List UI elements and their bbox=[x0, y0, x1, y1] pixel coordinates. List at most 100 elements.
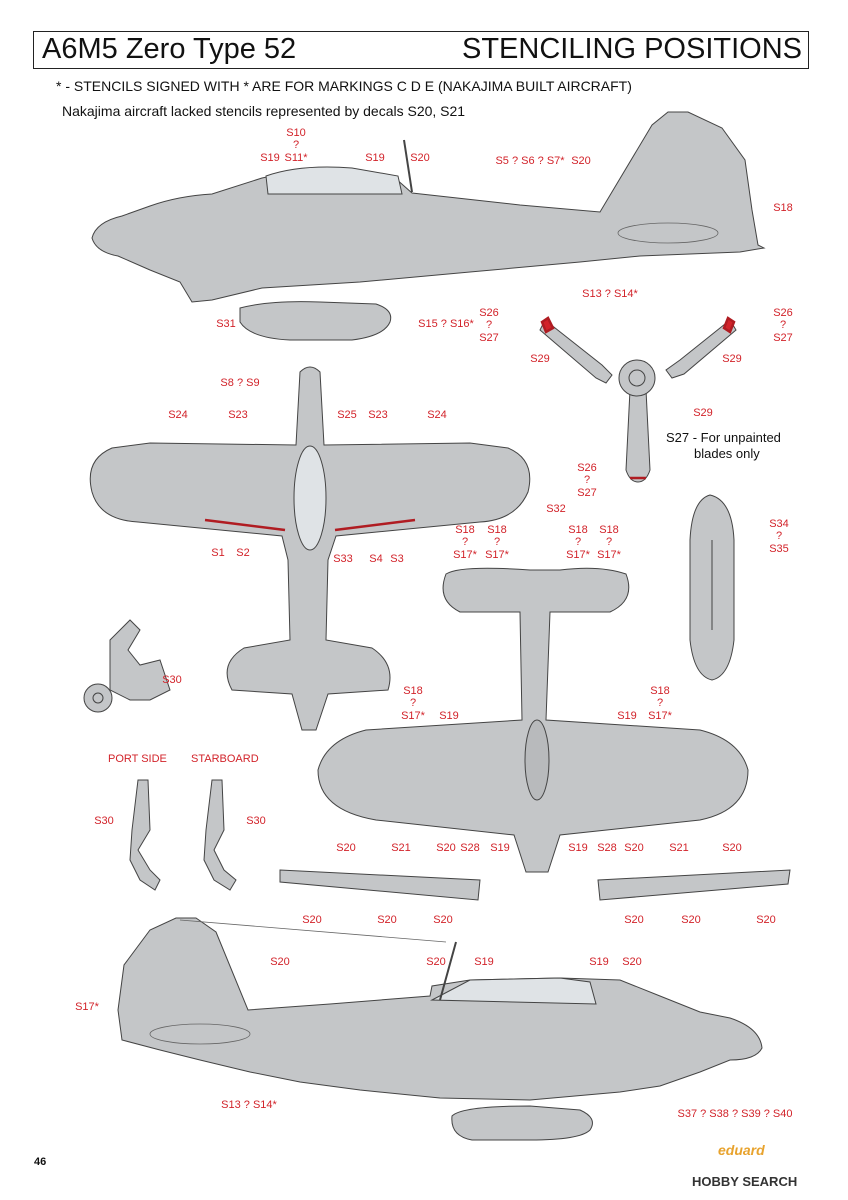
label-s20: S20 bbox=[377, 914, 397, 926]
wing-walk-line-left bbox=[204, 518, 286, 532]
model-title: A6M5 Zero Type 52 bbox=[42, 33, 297, 65]
label-s19: S19 bbox=[474, 956, 494, 968]
label-s18: S18 bbox=[650, 685, 670, 697]
brand-logo: eduard bbox=[718, 1142, 765, 1158]
label-s17: S17* bbox=[401, 710, 425, 722]
label-s18: S18 bbox=[487, 524, 507, 536]
label-q: ? bbox=[779, 319, 787, 331]
antenna-wire bbox=[179, 919, 447, 943]
label-s35: S35 bbox=[769, 543, 789, 555]
label-s20: S20 bbox=[624, 914, 644, 926]
label-s19: S19 bbox=[365, 152, 385, 164]
label-s19: S19 bbox=[617, 710, 637, 722]
wing-panels bbox=[279, 869, 791, 901]
plan-view bbox=[89, 366, 531, 731]
label-s10: S10 bbox=[286, 127, 306, 139]
label-s24: S24 bbox=[168, 409, 188, 421]
label-s26: S26 bbox=[773, 307, 793, 319]
port-side-label: PORT SIDE bbox=[108, 753, 167, 765]
label-s37-s40: S37 ? S38 ? S39 ? S40 bbox=[677, 1108, 793, 1120]
label-s19: S19 bbox=[589, 956, 609, 968]
label-s19: S19 bbox=[260, 152, 280, 164]
label-s20: S20 bbox=[336, 842, 356, 854]
label-s31: S31 bbox=[216, 318, 236, 330]
starboard-profile-bottom bbox=[117, 917, 763, 1141]
label-s18: S18 bbox=[568, 524, 588, 536]
label-s23: S23 bbox=[228, 409, 248, 421]
label-s21: S21 bbox=[391, 842, 411, 854]
label-s15-s16: S15 ? S16* bbox=[418, 318, 474, 330]
propeller bbox=[539, 319, 737, 483]
label-s21: S21 bbox=[669, 842, 689, 854]
starboard-label: STARBOARD bbox=[191, 753, 259, 765]
label-s30: S30 bbox=[94, 815, 114, 827]
label-s34: S34 bbox=[769, 518, 789, 530]
label-s1: S1 bbox=[211, 547, 225, 559]
label-s19: S19 bbox=[439, 710, 459, 722]
label-s20: S20 bbox=[756, 914, 776, 926]
label-s18: S18 bbox=[599, 524, 619, 536]
label-s27: S27 bbox=[577, 487, 597, 499]
label-s4: S4 bbox=[369, 553, 383, 565]
label-s2: S2 bbox=[236, 547, 250, 559]
gear-struts bbox=[129, 779, 237, 891]
label-q: ? bbox=[485, 319, 493, 331]
label-s17: S17* bbox=[566, 549, 590, 561]
section-title: STENCILING POSITIONS bbox=[462, 33, 802, 65]
landing-gear-leg bbox=[83, 619, 171, 713]
label-s32: S32 bbox=[546, 503, 566, 515]
page-header: A6M5 Zero Type 52 STENCILING POSITIONS bbox=[33, 31, 809, 69]
label-s20: S20 bbox=[270, 956, 290, 968]
label-s19: S19 bbox=[568, 842, 588, 854]
label-q: ? bbox=[461, 536, 469, 548]
label-s19: S19 bbox=[490, 842, 510, 854]
label-s20: S20 bbox=[302, 914, 322, 926]
label-s28: S28 bbox=[597, 842, 617, 854]
label-s20: S20 bbox=[722, 842, 742, 854]
label-s20: S20 bbox=[410, 152, 430, 164]
label-s24: S24 bbox=[427, 409, 447, 421]
label-s20: S20 bbox=[681, 914, 701, 926]
label-q: ? bbox=[583, 474, 591, 486]
label-s30: S30 bbox=[162, 674, 182, 686]
label-s17: S17* bbox=[485, 549, 509, 561]
label-s8-s9: S8 ? S9 bbox=[220, 377, 260, 389]
label-s17: S17* bbox=[453, 549, 477, 561]
label-s33: S33 bbox=[333, 553, 353, 565]
watermark: HOBBY SEARCH bbox=[692, 1174, 798, 1189]
label-s29: S29 bbox=[722, 353, 742, 365]
label-s27: S27 bbox=[479, 332, 499, 344]
label-s26: S26 bbox=[479, 307, 499, 319]
label-s25: S25 bbox=[337, 409, 357, 421]
label-s20: S20 bbox=[622, 956, 642, 968]
label-s29: S29 bbox=[693, 407, 713, 419]
label-q: ? bbox=[605, 536, 613, 548]
label-q: ? bbox=[574, 536, 582, 548]
hinomaru-top bbox=[617, 222, 719, 244]
label-s20: S20 bbox=[436, 842, 456, 854]
port-profile-top bbox=[91, 111, 766, 341]
label-s18: S18 bbox=[455, 524, 475, 536]
label-s18: S18 bbox=[773, 202, 793, 214]
label-s17: S17* bbox=[648, 710, 672, 722]
label-s17: S17* bbox=[75, 1001, 99, 1013]
label-s27: S27 bbox=[773, 332, 793, 344]
hinomaru-bottom bbox=[149, 1023, 251, 1045]
label-q: ? bbox=[409, 697, 417, 709]
label-s3: S3 bbox=[390, 553, 404, 565]
label-s23: S23 bbox=[368, 409, 388, 421]
label-s26: S26 bbox=[577, 462, 597, 474]
label-q: ? bbox=[292, 139, 300, 151]
s27-note: S27 - For unpainted blades only bbox=[666, 430, 781, 461]
label-q: ? bbox=[493, 536, 501, 548]
blade-tip-1 bbox=[540, 316, 555, 334]
label-s13-s14: S13 ? S14* bbox=[221, 1099, 277, 1111]
label-q: ? bbox=[656, 697, 664, 709]
label-s11: S11* bbox=[284, 152, 308, 164]
underside-view bbox=[317, 567, 749, 873]
label-s20: S20 bbox=[426, 956, 446, 968]
label-s20: S20 bbox=[571, 155, 591, 167]
label-s30: S30 bbox=[246, 815, 266, 827]
